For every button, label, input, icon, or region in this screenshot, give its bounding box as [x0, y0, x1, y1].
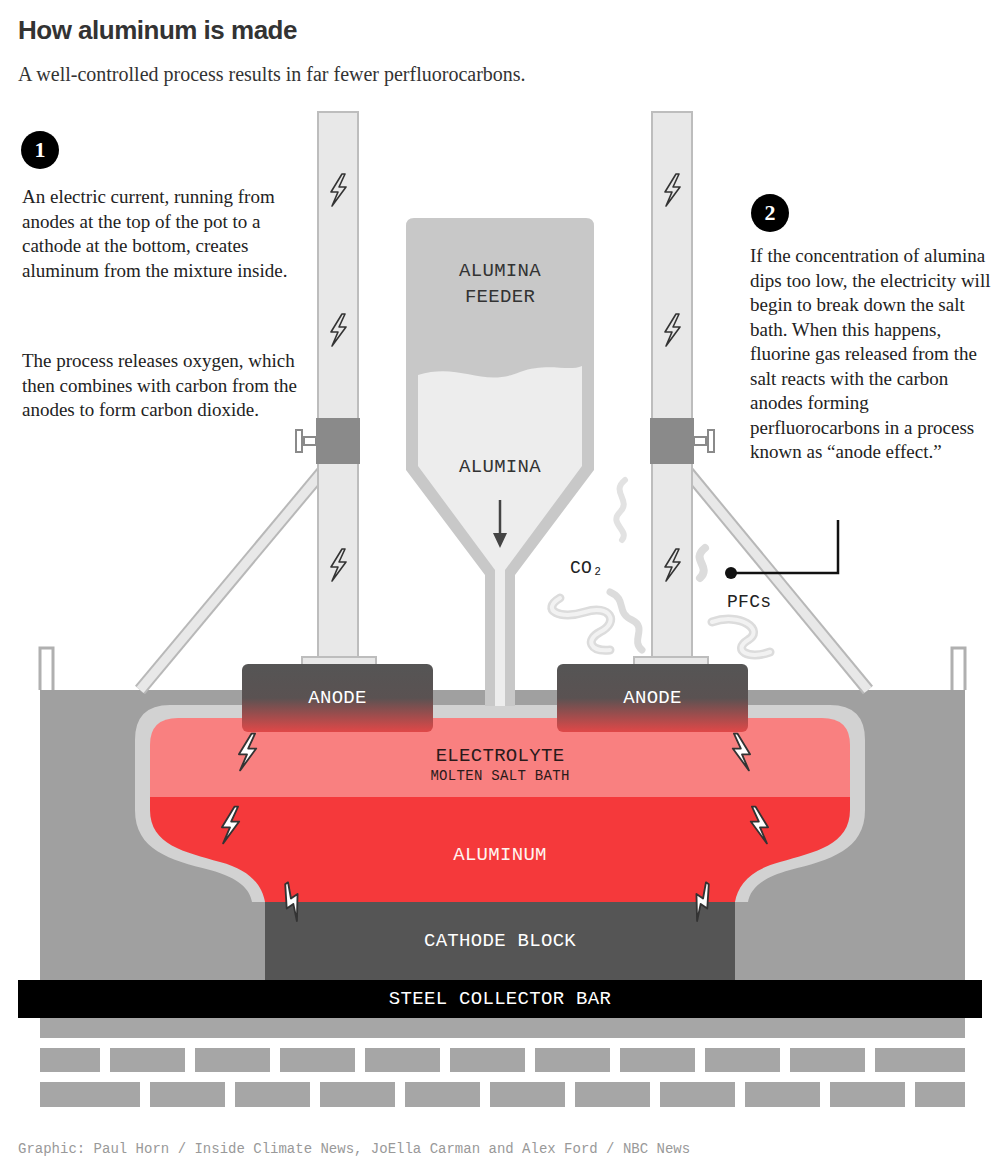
node-text: CATHODE BLOCK [424, 928, 576, 954]
electrolyte-band: ELECTROLYTEMOLTEN SALT BATH [150, 734, 850, 796]
credit-caption: Graphic: Paul Horn / Inside Climate News… [18, 1140, 978, 1158]
cathode-block: CATHODE BLOCK [265, 902, 735, 980]
node-text: ALUMINUM [453, 842, 547, 868]
node-text: ALUMINA FEEDER [435, 258, 565, 310]
node-text: 1 [35, 139, 46, 161]
node-subtext: MOLTEN SALT BATH [430, 767, 569, 785]
anode-block: ANODE [242, 664, 433, 732]
caption-box: Graphic: Paul Horn / Inside Climate News… [18, 1140, 978, 1158]
node-text: ANODE [623, 685, 682, 711]
callout-number: 1 [21, 131, 59, 169]
label-box: CO₂ [570, 556, 630, 580]
title: How aluminum is made [18, 14, 918, 46]
gas-label: CO₂ [570, 556, 630, 580]
label-box: An electric current, running from anodes… [22, 185, 300, 283]
subtitle: A well-controlled process results in far… [18, 61, 918, 87]
label-box: The process releases oxygen, which then … [22, 349, 300, 423]
alumina-feeder: ALUMINA FEEDER ALUMINA [406, 218, 594, 508]
label-box: A well-controlled process results in far… [18, 61, 918, 87]
gas-label: PFCs [727, 590, 797, 614]
callout-number: 2 [751, 194, 789, 232]
title-box: How aluminum is made [18, 14, 918, 46]
callout-text: If the concentration of alumina dips too… [750, 244, 994, 465]
callout-text: The process releases oxygen, which then … [22, 349, 300, 423]
node-text: ELECTROLYTE [436, 745, 565, 767]
label-box: PFCs [727, 590, 797, 614]
node-text: ANODE [308, 685, 367, 711]
label-box: If the concentration of alumina dips too… [750, 244, 994, 465]
aluminum-band: ALUMINUM [265, 808, 735, 902]
anode-block: ANODE [557, 664, 748, 732]
collector-bar: STEEL COLLECTOR BAR [18, 980, 982, 1018]
node-subtext: ALUMINA [459, 454, 541, 480]
callout-text: An electric current, running from anodes… [22, 185, 300, 283]
node-text: 2 [765, 202, 776, 224]
node-text: STEEL COLLECTOR BAR [389, 986, 611, 1012]
